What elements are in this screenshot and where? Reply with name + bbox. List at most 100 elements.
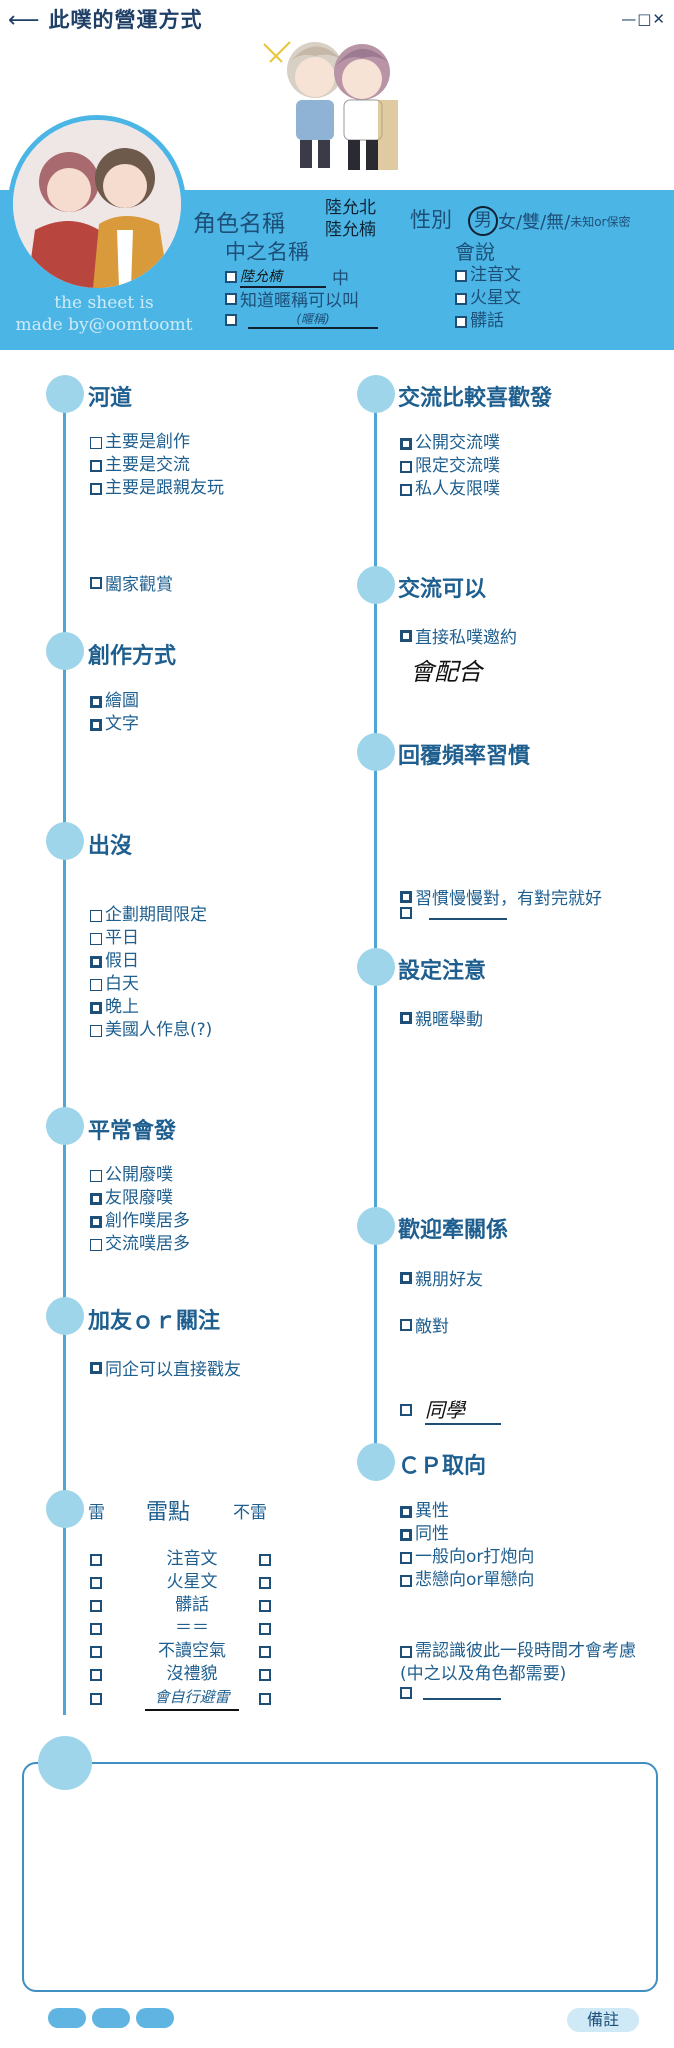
section-title-cp: ＣＰ取向 <box>398 1454 487 1479</box>
section-title-friend: 加友ｏｒ關注 <box>88 1309 221 1334</box>
name-label: 角色名稱 <box>193 211 285 237</box>
page-title: ⟵此噗的營運方式 <box>8 8 203 33</box>
checkbox[interactable] <box>400 460 412 473</box>
section-title-reply: 回覆頻率習慣 <box>398 744 531 769</box>
checkbox[interactable] <box>90 1238 102 1251</box>
remark-button[interactable]: 備註 <box>567 2008 639 2032</box>
checkbox[interactable] <box>90 1692 102 1705</box>
checkbox[interactable] <box>259 1645 271 1658</box>
list-item: 限定交流噗 <box>400 455 500 478</box>
blank-line[interactable] <box>429 906 507 920</box>
list-item: 親朋好友 <box>400 1265 483 1290</box>
list-item <box>400 906 507 920</box>
list-item: 私人友限噗 <box>400 478 500 501</box>
checkbox[interactable] <box>225 270 237 283</box>
blank-line[interactable] <box>423 1686 501 1700</box>
checkbox[interactable] <box>90 576 102 589</box>
avatar <box>8 115 186 293</box>
create-options: 繪圖 文字 <box>90 690 139 736</box>
checkbox[interactable] <box>259 1692 271 1705</box>
checkbox[interactable] <box>90 955 102 968</box>
checkbox[interactable] <box>455 292 467 305</box>
character-name-2: 陸允楠 <box>325 220 376 240</box>
checkbox[interactable] <box>400 1687 412 1699</box>
table-row: 沒禮貌 <box>90 1663 274 1686</box>
checkbox[interactable] <box>400 890 412 903</box>
footer-pill[interactable] <box>136 2008 174 2028</box>
footer-pill[interactable] <box>92 2008 130 2028</box>
list-item <box>400 1686 636 1700</box>
list-item: 企劃期間限定 <box>90 904 212 927</box>
checkbox[interactable] <box>400 907 412 919</box>
list-item: 闔家觀賞 <box>90 570 173 595</box>
checkbox[interactable] <box>400 1528 412 1541</box>
section-title-mine: 雷點 <box>146 1500 191 1525</box>
list-item: 公開廢噗 <box>90 1164 190 1187</box>
checkbox[interactable] <box>90 695 102 708</box>
checkbox[interactable] <box>400 1551 412 1564</box>
cp-extra: 需認識彼此一段時間才會考慮 (中之以及角色都需要) <box>400 1640 636 1700</box>
checkbox[interactable] <box>90 1622 102 1635</box>
list-item: 白天 <box>90 973 212 996</box>
section-title-notice: 設定注意 <box>398 959 487 984</box>
checkbox[interactable] <box>400 1011 412 1024</box>
gender-options: 男女/雙/無/未知or保密 <box>468 206 630 236</box>
checkbox[interactable] <box>455 269 467 282</box>
checkbox[interactable] <box>400 483 412 496</box>
checkbox[interactable] <box>259 1553 271 1566</box>
gender-label: 性別 <box>410 208 452 232</box>
checkbox[interactable] <box>455 315 467 328</box>
checkbox[interactable] <box>90 1361 102 1374</box>
checkbox[interactable] <box>90 1576 102 1589</box>
list-item: 異性 <box>400 1500 534 1523</box>
checkbox[interactable] <box>400 1318 412 1331</box>
checkbox[interactable] <box>90 932 102 945</box>
nick-option-3: (暱稱) <box>225 310 378 329</box>
checkbox[interactable] <box>400 1271 412 1284</box>
checkbox[interactable] <box>259 1622 271 1635</box>
checkbox[interactable] <box>259 1668 271 1681</box>
checkbox[interactable] <box>90 436 102 449</box>
river-options: 主要是創作 主要是交流 主要是跟親友玩 <box>90 431 224 500</box>
checkbox[interactable] <box>90 1668 102 1681</box>
speak-options: 注音文 火星文 髒話 <box>455 264 521 333</box>
mine-table: 注音文 火星文 髒話 ＝＝ 不讀空氣 沒禮貌 會自行避雷 <box>90 1548 274 1711</box>
checkbox[interactable] <box>90 459 102 472</box>
checkbox[interactable] <box>90 978 102 991</box>
checkbox[interactable] <box>225 292 237 305</box>
checkbox[interactable] <box>90 1169 102 1182</box>
remark-textarea[interactable] <box>22 1762 658 1992</box>
checkbox[interactable] <box>400 1574 412 1587</box>
checkbox[interactable] <box>90 1553 102 1566</box>
back-arrow-icon[interactable]: ⟵ <box>8 8 41 33</box>
checkbox[interactable] <box>400 437 412 450</box>
list-item: 創作噗居多 <box>90 1210 190 1233</box>
list-item: 同企可以直接戳友 <box>90 1355 241 1380</box>
checkbox[interactable] <box>90 718 102 731</box>
checkbox[interactable] <box>90 1599 102 1612</box>
gender-selected[interactable]: 男 <box>468 206 498 236</box>
checkbox[interactable] <box>400 1645 412 1658</box>
checkbox[interactable] <box>90 1024 102 1037</box>
checkbox[interactable] <box>90 1215 102 1228</box>
list-item: 主要是交流 <box>90 454 224 477</box>
checkbox[interactable] <box>225 313 237 326</box>
mine-handwritten: 會自行避雷 <box>145 1686 239 1711</box>
checkbox[interactable] <box>400 1505 412 1518</box>
checkbox[interactable] <box>90 909 102 922</box>
checkbox[interactable] <box>90 1001 102 1014</box>
list-item: 文字 <box>90 713 139 736</box>
checkbox[interactable] <box>259 1599 271 1612</box>
checkbox[interactable] <box>90 1192 102 1205</box>
checkbox[interactable] <box>259 1576 271 1589</box>
checkbox[interactable] <box>400 1403 412 1416</box>
can-handwritten: 會配合 <box>410 658 482 686</box>
list-item: 繪圖 <box>90 690 139 713</box>
checkbox[interactable] <box>90 482 102 495</box>
left-timeline <box>63 395 66 1715</box>
checkbox[interactable] <box>400 629 412 642</box>
section-title-create: 創作方式 <box>88 644 177 669</box>
checkbox[interactable] <box>90 1645 102 1658</box>
window-controls[interactable]: —□✕ <box>621 10 666 28</box>
footer-pill[interactable] <box>48 2008 86 2028</box>
